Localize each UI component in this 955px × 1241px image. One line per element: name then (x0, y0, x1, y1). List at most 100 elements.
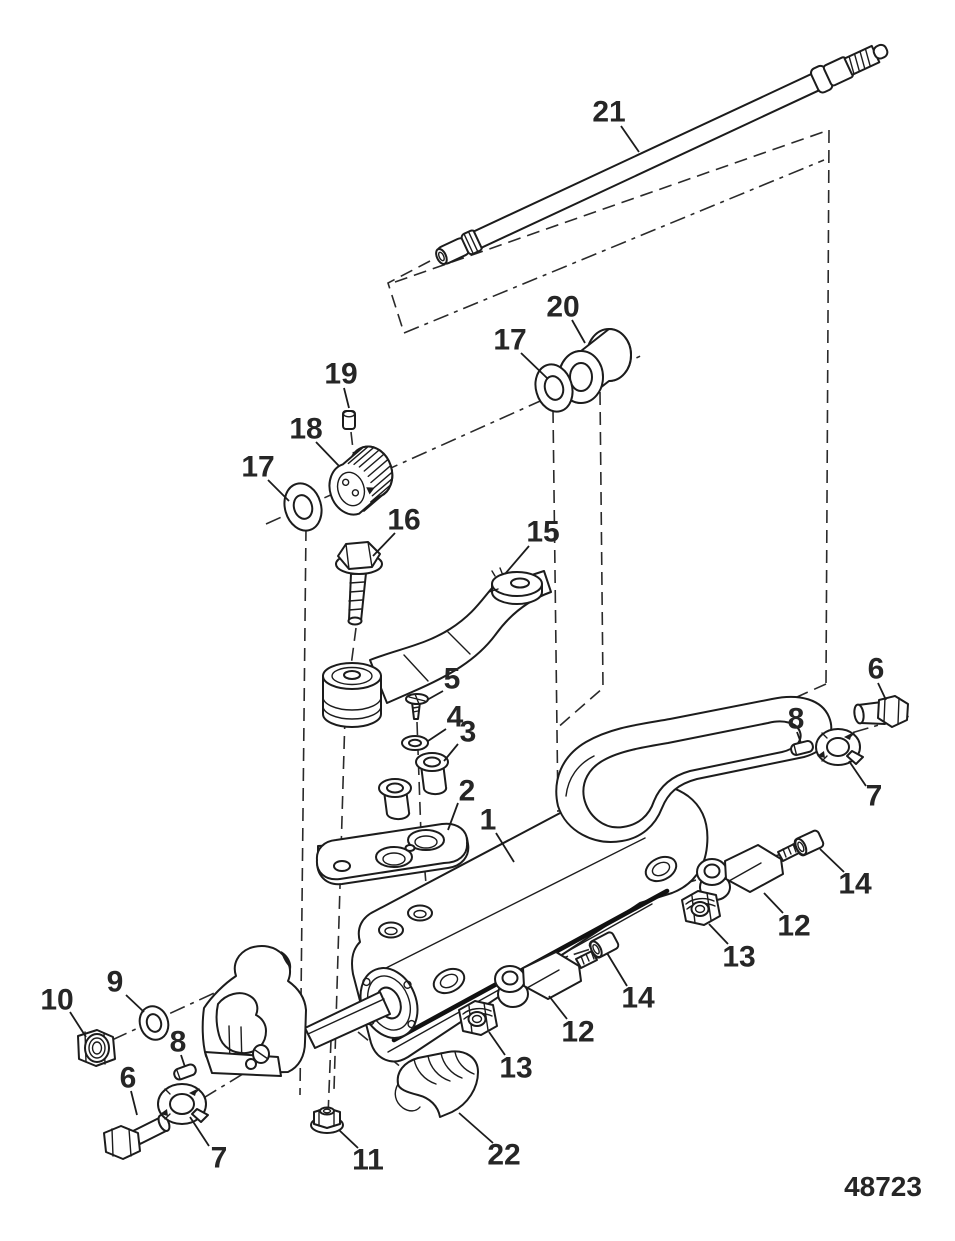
part-1-steering-cylinder (201, 695, 833, 1077)
callout-number: 15 (526, 516, 559, 549)
callout-7-15: 7 (848, 760, 883, 813)
part-13-nut-lower (458, 1000, 498, 1036)
callout-10-22: 10 (40, 984, 87, 1038)
callout-17-5: 17 (241, 451, 290, 502)
callout-number: 2 (459, 775, 476, 808)
drawing-number: 48723 (844, 1171, 922, 1202)
callout-leader-line (343, 387, 350, 409)
callout-number: 14 (621, 982, 655, 1015)
callout-leader-line (504, 545, 530, 575)
callout-number: 13 (722, 941, 755, 974)
part-6-bolt-right (853, 695, 909, 728)
callout-19-3: 19 (324, 358, 358, 409)
part-19-pin (342, 410, 356, 430)
callout-number: 20 (546, 291, 579, 324)
callout-7-26: 7 (189, 1116, 228, 1175)
callout-14-16: 14 (819, 848, 872, 901)
callout-leader-line (372, 532, 396, 557)
callout-number: 14 (838, 868, 872, 901)
callout-number: 10 (40, 984, 73, 1017)
part-10-locknut (77, 1029, 116, 1067)
part-22-clip (394, 1050, 479, 1118)
callout-leader-line (267, 479, 290, 502)
part-12-fitting-right (696, 843, 800, 901)
callout-leader-line (427, 728, 447, 742)
callout-leader-line (180, 1054, 186, 1068)
callout-leader-line (819, 848, 845, 873)
callout-leader-line (548, 995, 568, 1020)
callout-leader-line (125, 994, 145, 1013)
callout-12-20: 12 (548, 995, 595, 1049)
callout-2-11: 2 (447, 775, 476, 831)
part-5-screw (405, 693, 429, 720)
callout-number: 16 (387, 504, 420, 537)
part-7-lock-washer-right (815, 728, 864, 766)
callout-number: 13 (499, 1052, 532, 1085)
callout-15-7: 15 (504, 516, 560, 575)
callout-leader-line (458, 1112, 494, 1144)
callout-number: 8 (788, 703, 805, 736)
part-18-knurled-nut (328, 445, 394, 516)
cylinder-clevis (201, 945, 307, 1077)
callout-leader-line (443, 743, 459, 762)
part-2-link-plate (315, 822, 470, 886)
callout-number: 3 (460, 716, 477, 749)
part-14-spacer-right (793, 829, 825, 857)
part-12-fitting-lower (494, 950, 598, 1008)
callout-leader-line (708, 923, 729, 945)
callout-leader-line (315, 441, 340, 467)
callout-9-23: 9 (107, 966, 145, 1013)
callout-leader-line (189, 1116, 210, 1147)
callout-leader-line (848, 760, 867, 787)
callout-6-25: 6 (120, 1062, 138, 1116)
callout-leader-line (488, 1031, 506, 1056)
part-3-bushing-lower (378, 778, 412, 821)
cylinder-shaft (304, 991, 391, 1049)
callout-leader-line (338, 1129, 359, 1149)
callout-18-4: 18 (289, 413, 340, 467)
callout-number: 6 (868, 653, 885, 686)
callout-number: 5 (444, 663, 461, 696)
part-7-lock-washer-left (157, 1083, 209, 1125)
callout-14-19: 14 (606, 952, 655, 1015)
callout-21-0: 21 (592, 96, 640, 153)
callout-number: 19 (324, 358, 357, 391)
callout-leader-line (130, 1090, 138, 1116)
callout-leader-line (763, 892, 784, 914)
part-4-washer (401, 735, 429, 751)
callout-5-8: 5 (426, 663, 461, 701)
callout-number: 7 (211, 1142, 228, 1175)
part-15-steering-arm (322, 567, 552, 728)
callout-20-1: 20 (546, 291, 586, 344)
callout-4-9: 4 (427, 701, 464, 742)
callout-3-10: 3 (443, 716, 477, 762)
part-6-bolt-left (103, 1114, 171, 1160)
callout-22-28: 22 (458, 1112, 521, 1172)
part-3-bushing-upper (415, 752, 449, 796)
callout-leader-line (495, 832, 515, 863)
callout-leader-line (571, 319, 586, 344)
part-13-nut-right (681, 890, 721, 926)
callout-number: 17 (493, 324, 526, 357)
callout-17-2: 17 (493, 324, 548, 379)
callout-number: 1 (480, 804, 497, 837)
callout-12-17: 12 (763, 892, 811, 943)
cylinder-port-lower (432, 967, 466, 995)
callout-11-27: 11 (338, 1129, 384, 1177)
callout-8-24: 8 (170, 1026, 186, 1068)
callout-number: 21 (592, 96, 625, 129)
callout-leader-line (426, 690, 444, 701)
callout-leader-line (877, 682, 887, 701)
callout-number: 12 (561, 1016, 594, 1049)
callout-1-12: 1 (480, 804, 515, 863)
part-11-nut (310, 1106, 344, 1134)
callout-leader-line (620, 125, 640, 153)
callout-leader-line (796, 731, 802, 744)
callout-number: 7 (866, 780, 883, 813)
callout-6-13: 6 (868, 653, 887, 701)
callout-8-14: 8 (788, 703, 805, 744)
part-21-link-rod (435, 43, 889, 265)
callout-13-18: 13 (708, 923, 756, 974)
